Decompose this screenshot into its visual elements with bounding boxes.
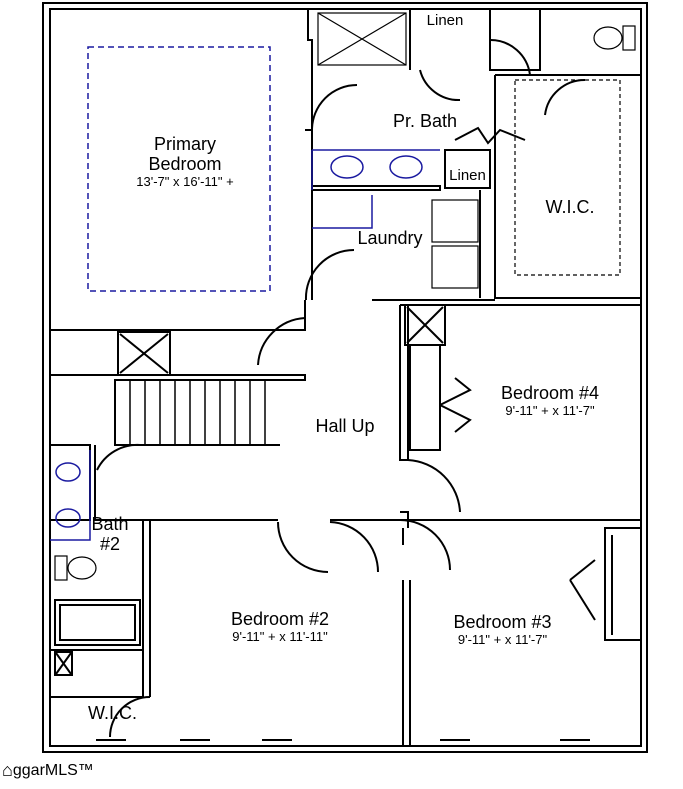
room-dims: 13'-7" x 16'-11" +: [136, 173, 234, 189]
walls: [42, 2, 648, 753]
primary-bedroom-label: Primary Bedroom 13'-7" x 16'-11" +: [100, 134, 270, 189]
watermark-text: ggarMLS™: [12, 761, 94, 779]
room-name: Bedroom #4: [500, 383, 600, 403]
room-dims: 9'-11" + x 11'-7": [505, 402, 595, 418]
wic-label: W.I.C.: [545, 197, 595, 217]
room-name: Bedroom #3: [453, 612, 552, 632]
room-name: Primary: [154, 134, 216, 154]
linen-label: Linen: [426, 12, 464, 29]
sink-icon: [330, 155, 364, 179]
watermark-logo: ⌂ ggarMLS™: [2, 760, 94, 781]
laundry-label: Laundry: [357, 228, 423, 248]
bedroom3-label: Bedroom #3 9'-11" + x 11'-7": [420, 612, 585, 647]
wic-bedroom2-label: W.I.C.: [88, 703, 137, 723]
sink-icon: [55, 462, 81, 482]
sink-icon: [55, 508, 81, 528]
tray-ceiling-outline: [87, 46, 271, 292]
bedroom4-label: Bedroom #4 9'-11" + x 11'-7": [470, 383, 630, 418]
shower: [317, 12, 407, 66]
room-dims: 9'-11" + x 11'-7": [457, 631, 548, 647]
room-name: Bath: [91, 514, 129, 534]
house-icon: ⌂: [2, 760, 13, 780]
exterior-wall-outer: [42, 2, 648, 753]
room-dims: 9'-11" + x 11'-11": [232, 628, 328, 644]
other-fixtures: [54, 12, 636, 581]
room-name: #2: [99, 533, 121, 554]
dryer: [431, 245, 479, 289]
exterior-wall-inner: [49, 8, 642, 747]
room-name: Bedroom: [148, 153, 222, 174]
hall-up-label: Hall Up: [315, 416, 375, 436]
bedroom2-label: Bedroom #2 9'-11" + x 11'-11": [195, 609, 365, 644]
pr-bath-label: Pr. Bath: [392, 111, 458, 131]
sink-icon: [389, 155, 423, 179]
room-name: Bedroom #2: [230, 609, 330, 629]
bath2-label: Bath #2: [85, 514, 135, 555]
toilet-icon: [67, 556, 97, 580]
toilet-icon: [593, 26, 623, 50]
washer: [431, 199, 479, 243]
fixtures: [50, 46, 440, 541]
linen-label: Linen: [449, 167, 486, 184]
